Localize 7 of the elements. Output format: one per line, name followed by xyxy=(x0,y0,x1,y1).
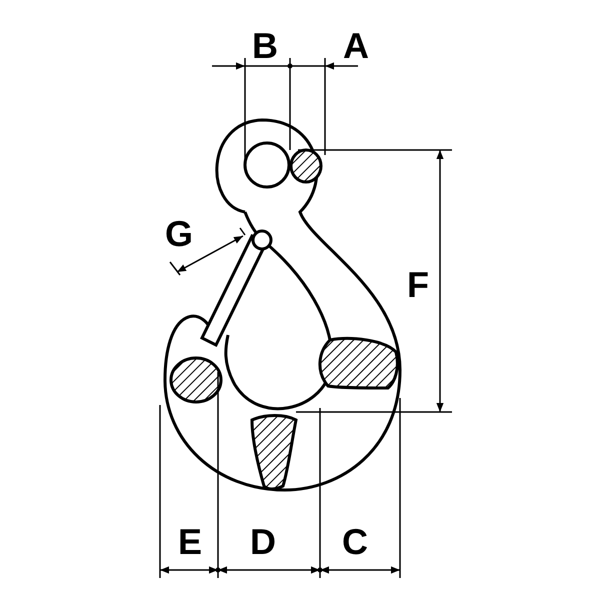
dimension-letter: A xyxy=(343,28,369,64)
dimension-letter: F xyxy=(407,267,429,303)
dimension-letter: C xyxy=(342,524,368,560)
dimension-letter: B xyxy=(252,28,278,64)
dimension-letter: D xyxy=(250,524,276,560)
dimension-letter: G xyxy=(165,216,194,252)
dimension-letter: E xyxy=(178,524,202,560)
